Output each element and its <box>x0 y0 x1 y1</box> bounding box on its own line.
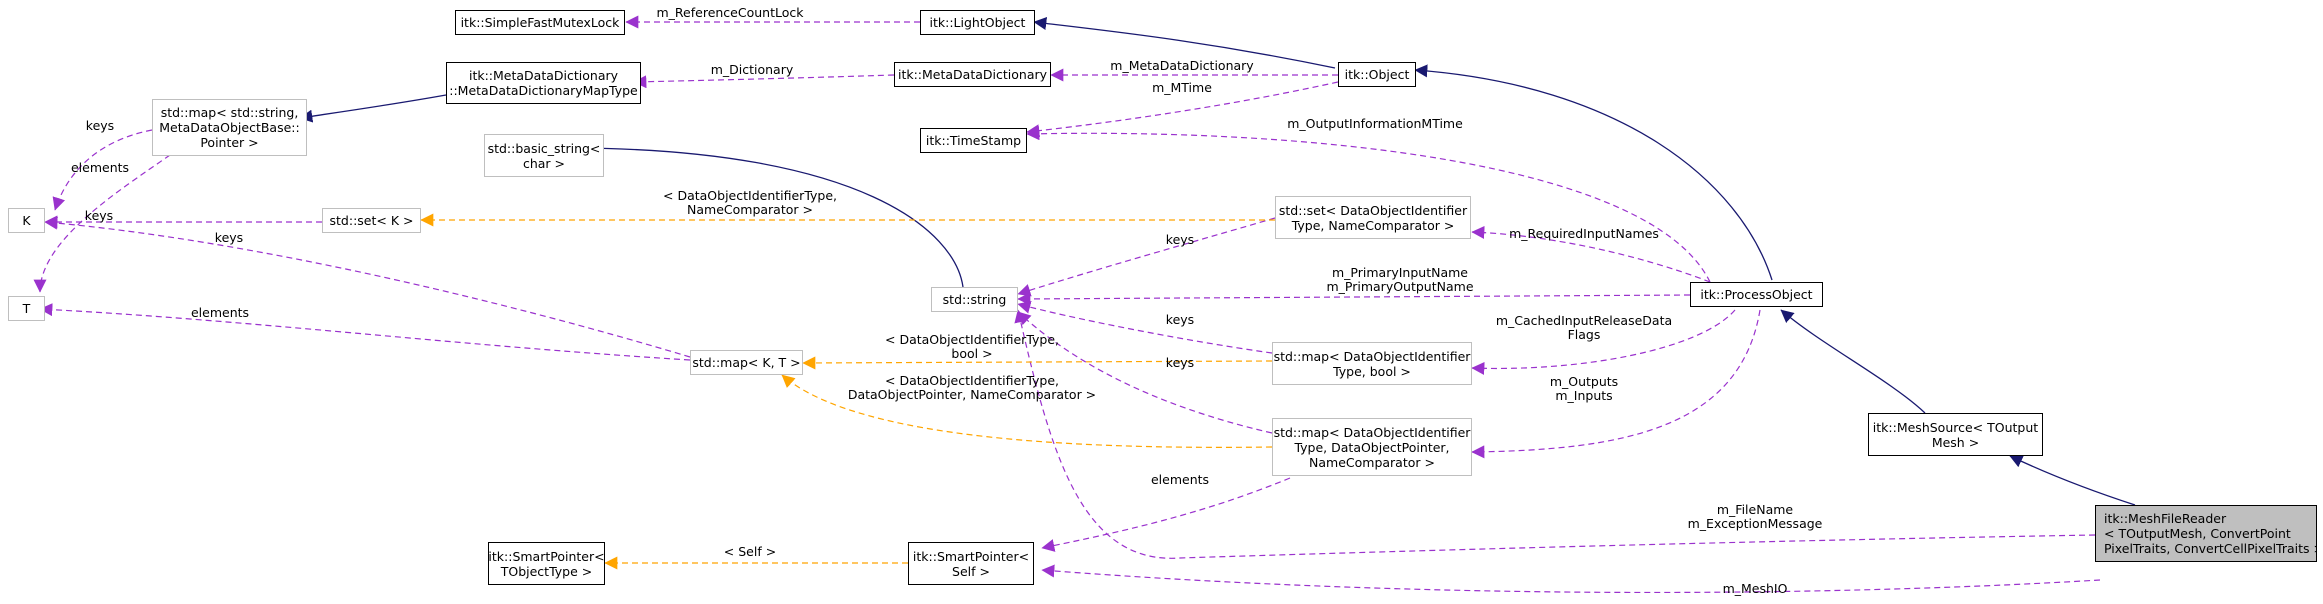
node-std-map-bool[interactable]: std::map< DataObjectIdentifier Type, boo… <box>1272 342 1472 385</box>
edge-keys-mappointer-to-string <box>1017 311 1273 434</box>
node-smart-pointer-tobjecttype[interactable]: itk::SmartPointer< TObjectType > <box>488 542 605 585</box>
label-output-information-mtime: m_OutputInformationMTime <box>1287 116 1463 131</box>
edge-lightobject-to-object <box>1033 17 1336 69</box>
node-time-stamp[interactable]: itk::TimeStamp <box>920 128 1027 153</box>
edge-primary-input-output-name <box>1017 292 1691 306</box>
label-keys-f: keys <box>1166 355 1194 370</box>
edge-cached-input-release <box>1471 309 1736 375</box>
edge-outputs-inputs <box>1471 309 1761 459</box>
inheritance-edges <box>299 17 2136 506</box>
label-required-input-names: m_RequiredInputNames <box>1509 226 1659 241</box>
edge-keys-setdataobject-to-string <box>1017 217 1276 297</box>
edge-mappointer-to-mapkt <box>781 374 1273 448</box>
edge-mesh-io <box>1041 564 2101 594</box>
usage-edges <box>33 15 2101 594</box>
edge-output-information-mtime <box>1026 127 1711 283</box>
node-light-object[interactable]: itk::LightObject <box>920 10 1035 35</box>
node-std-string[interactable]: std::string <box>931 287 1018 312</box>
node-std-map-k-t[interactable]: std::map< K, T > <box>690 350 803 375</box>
template-edges <box>420 213 1275 570</box>
label-map-pointer-template: < DataObjectIdentifierType,DataObjectPoi… <box>848 373 1096 402</box>
label-elements-b: elements <box>191 305 249 320</box>
node-process-object[interactable]: itk::ProcessObject <box>1690 282 1823 307</box>
edge-processobject-to-object <box>1414 64 1773 281</box>
label-mtime: m_MTime <box>1152 80 1212 95</box>
node-smart-pointer-self[interactable]: itk::SmartPointer< Self > <box>908 542 1034 585</box>
label-metadatadictionary: m_MetaDataDictionary <box>1110 58 1254 73</box>
edge-meshsource-to-processobject <box>1780 309 1926 414</box>
label-self-template: < Self > <box>724 544 776 559</box>
label-keys-c: keys <box>215 230 243 245</box>
edge-dictionary <box>633 74 895 89</box>
edge-file-name-exception <box>1014 309 2096 559</box>
edge-meshfilereader-to-meshsource <box>2009 455 2136 506</box>
node-mesh-file-reader[interactable]: itk::MeshFileReader < TOutputMesh, Conve… <box>2095 505 2317 562</box>
label-reference-count-lock: m_ReferenceCountLock <box>657 5 805 20</box>
label-mesh-io: m_MeshIO <box>1723 581 1788 596</box>
node-meta-data-dictionary-map-type[interactable]: itk::MetaDataDictionary ::MetaDataDictio… <box>446 62 641 104</box>
edge-mtime <box>1026 81 1339 138</box>
edge-elements-mapstring-to-t <box>33 154 171 293</box>
node-object[interactable]: itk::Object <box>1338 62 1416 87</box>
node-t[interactable]: T <box>8 296 45 321</box>
node-k[interactable]: K <box>8 208 45 233</box>
edge-string-to-basicstring <box>577 141 964 288</box>
edge-elements-mapkt-to-t <box>39 303 691 361</box>
edge-keys-mapbool-to-string <box>1017 300 1273 354</box>
edge-keys-mapkt-to-k <box>44 216 691 358</box>
edge-required-input-names <box>1471 225 1711 283</box>
label-keys-b: keys <box>85 208 113 223</box>
edge-keys-mapstring-to-k <box>52 129 153 211</box>
edge-elements-mappointer-to-smartpointer <box>1041 477 1291 552</box>
node-std-set-dataobject[interactable]: std::set< DataObjectIdentifier Type, Nam… <box>1275 196 1471 239</box>
node-basic-string[interactable]: std::basic_string< char > <box>484 134 604 177</box>
label-dictionary: m_Dictionary <box>711 62 794 77</box>
edge-mapstring-to-mapmetadata <box>299 94 447 123</box>
label-keys-a: keys <box>86 118 114 133</box>
node-meta-data-dictionary[interactable]: itk::MetaDataDictionary <box>894 62 1051 87</box>
node-simple-fast-mutex-lock[interactable]: itk::SimpleFastMutexLock <box>455 10 625 35</box>
node-std-set-k[interactable]: std::set< K > <box>322 208 421 233</box>
label-elements-c: elements <box>1151 472 1209 487</box>
node-std-map-pointer[interactable]: std::map< DataObjectIdentifier Type, Dat… <box>1272 418 1472 476</box>
node-mesh-source[interactable]: itk::MeshSource< TOutput Mesh > <box>1868 413 2043 456</box>
node-std-map-string-metadata[interactable]: std::map< std::string, MetaDataObjectBas… <box>152 99 307 156</box>
label-map-bool-template: < DataObjectIdentifierType,bool > <box>885 332 1059 361</box>
edge-mapbool-to-mapkt <box>802 356 1273 370</box>
label-set-template: < DataObjectIdentifierType,NameComparato… <box>663 188 837 217</box>
label-elements-a: elements <box>71 160 129 175</box>
label-keys-d: keys <box>1166 232 1194 247</box>
edge-labels: m_ReferenceCountLock m_Dictionary m_Meta… <box>71 5 1823 596</box>
label-keys-e: keys <box>1166 312 1194 327</box>
